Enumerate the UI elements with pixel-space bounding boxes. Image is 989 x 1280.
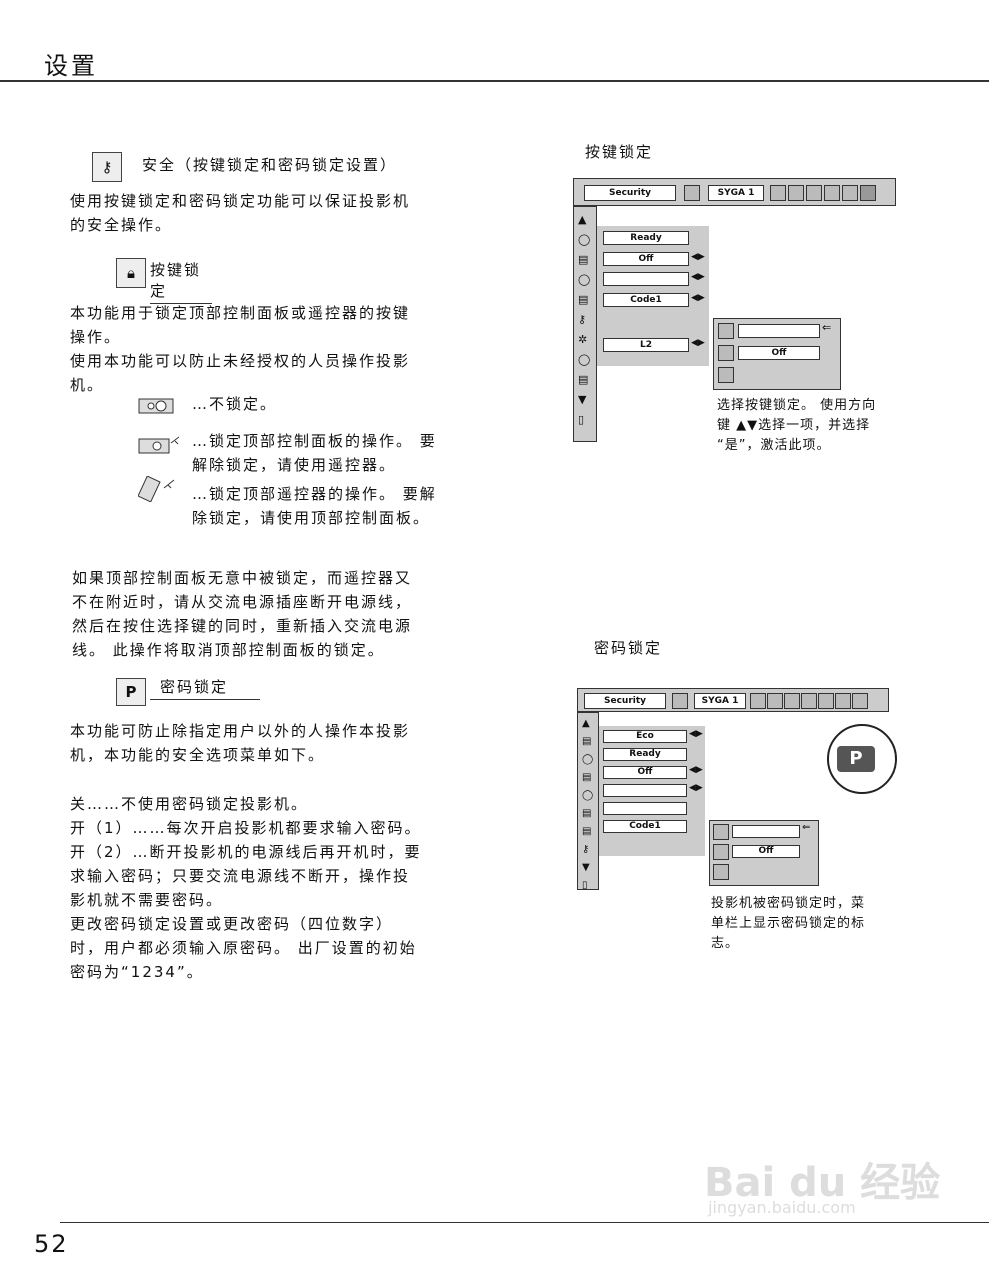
- security-menu-icon: [860, 185, 876, 201]
- image-icon: [684, 185, 700, 201]
- key-icon: ⚷: [92, 152, 122, 182]
- screen2-sub-field: [732, 825, 800, 838]
- image-icon: [672, 693, 688, 709]
- pointer-arrow-icon: ⇐: [802, 822, 811, 833]
- menu-icon: [835, 693, 851, 709]
- security-intro: 使用按键锁定和密码锁定功能可以保证投影机 的安全操作。: [70, 192, 411, 234]
- menu-icon: [842, 185, 858, 201]
- screen1-mode: SYGA 1: [708, 185, 764, 201]
- watermark-url: jingyan.baidu.com: [708, 1198, 856, 1217]
- option-unlock: …不锁定。: [192, 395, 278, 413]
- screen1-field: Off: [603, 252, 689, 266]
- screen1-note: 选择按键锁定。 使用方向 键 ▲▼选择一项，并选择 “是”，激活此项。: [717, 398, 877, 453]
- exit-icon: [713, 864, 729, 880]
- screen2-field: Code1: [603, 820, 687, 833]
- screen1-caption: 按键锁定: [585, 143, 654, 161]
- screen1-sub-field: [738, 324, 820, 338]
- menu-icon: [852, 693, 868, 709]
- screen1-lock-popup: ⇐ Off: [713, 318, 841, 390]
- page-number: 52: [34, 1230, 69, 1258]
- arrows-icon: ◀▶: [691, 272, 705, 282]
- menu-icon: [824, 185, 840, 201]
- arrows-icon: ◀▶: [691, 293, 705, 303]
- menu-icon: [770, 185, 786, 201]
- exit-icon: [718, 367, 734, 383]
- screen1-osd: Security SYGA 1 ▲◯▤◯▤⚷✲◯▤▼▯ Ready Off ◀▶…: [573, 178, 896, 453]
- header-rule: [0, 80, 989, 82]
- watermark-logo: Bai du 经验: [704, 1160, 941, 1206]
- screen2-field: Off: [603, 766, 687, 779]
- menu-icon: [750, 693, 766, 709]
- page-title: 设置: [44, 52, 98, 80]
- menu-icon: [818, 693, 834, 709]
- screen2-field: Ready: [603, 748, 687, 761]
- padlock-icon: 🔒︎: [116, 258, 146, 288]
- screen1-menu-title: Security: [584, 185, 676, 201]
- option-remote-lock: …锁定顶部遥控器的操作。 要解 除锁定，请使用顶部控制面板。: [192, 485, 437, 527]
- screen2-lock-popup: ⇐ Off: [709, 820, 819, 886]
- key-lock-desc: 本功能用于锁定顶部控制面板或遥控器的按键 操作。 使用本功能可以防止未经授权的人…: [70, 304, 411, 394]
- screen1-sub-field: Off: [738, 346, 820, 360]
- option-panel-lock: …锁定顶部控制面板的操作。 要 解除锁定，请使用遥控器。: [192, 432, 437, 474]
- screen1-sidebar: ▲◯▤◯▤⚷✲◯▤▼▯: [573, 206, 597, 442]
- screen2-submenu: Eco ◀▶ Ready Off ◀▶ ◀▶ Code1: [599, 726, 705, 856]
- key-lock-title: 按键锁定: [150, 259, 212, 304]
- screen2-field: [603, 802, 687, 815]
- screen2-sidebar: ▲▤◯▤◯▤▤⚷▼▯: [577, 712, 599, 891]
- remote-key-icon: [137, 475, 180, 503]
- screen2-field: Eco: [603, 730, 687, 743]
- pin-lock-title: 密码锁定: [150, 676, 260, 700]
- projector-icon: [137, 394, 181, 416]
- screen2-caption: 密码锁定: [594, 639, 663, 657]
- pointer-arrow-icon: ⇐: [822, 321, 832, 334]
- menu-icon: [784, 693, 800, 709]
- key-lock-warning: 如果顶部控制面板无意中被锁定，而遥控器又 不在附近时，请从交流电源插座断开电源线…: [72, 569, 413, 659]
- menu-icon: [767, 693, 783, 709]
- screen2-menu-bar: Security SYGA 1: [577, 688, 889, 712]
- pin-lock-magnifier: P: [827, 724, 897, 794]
- screen2-sub-field: Off: [732, 845, 800, 858]
- arrows-icon: ◀▶: [691, 338, 705, 348]
- screen1-submenu: Ready Off ◀▶ ◀▶ Code1 ◀▶ L2 ◀▶: [597, 226, 709, 366]
- menu-icon: [806, 185, 822, 201]
- footer-rule: [60, 1222, 989, 1223]
- screen2-menu-title: Security: [584, 693, 666, 709]
- screen1-field: [603, 272, 689, 286]
- screen2-note: 投影机被密码锁定时，菜 单栏上显示密码锁定的标 志。: [711, 896, 866, 951]
- arrows-icon: ◀▶: [691, 252, 705, 262]
- pin-lock-options: 关……不使用密码锁定投影机。 开（1）……每次开启投影机都要求输入密码。 开（2…: [70, 795, 422, 981]
- pin-lock-desc: 本功能可防止除指定用户以外的人操作本投影 机，本功能的安全选项菜单如下。: [70, 722, 411, 764]
- pin-lock-icon: P: [116, 678, 146, 706]
- pin-lock-icon: [713, 844, 729, 860]
- menu-icon: [788, 185, 804, 201]
- projector-key-icon: [137, 433, 183, 457]
- screen1-field: Ready: [603, 231, 689, 245]
- screen2-field: [603, 784, 687, 797]
- screen1-field: L2: [603, 338, 689, 352]
- screen2-mode: SYGA 1: [694, 693, 746, 709]
- arrows-icon: ◀▶: [689, 765, 703, 775]
- screen2-osd: Security SYGA 1 ▲▤◯▤◯▤▤⚷▼▯ Eco ◀▶ Ready …: [577, 688, 897, 951]
- pin-lock-icon: P: [837, 746, 875, 772]
- screen1-field: Code1: [603, 293, 689, 307]
- arrows-icon: ◀▶: [689, 729, 703, 739]
- padlock-icon: [713, 824, 729, 840]
- screen1-menu-bar: Security SYGA 1: [573, 178, 896, 206]
- menu-icon: [801, 693, 817, 709]
- padlock-icon: [718, 323, 734, 339]
- pin-lock-icon: [718, 345, 734, 361]
- arrows-icon: ◀▶: [689, 783, 703, 793]
- security-title: 安全（按键锁定和密码锁定设置）: [142, 156, 398, 174]
